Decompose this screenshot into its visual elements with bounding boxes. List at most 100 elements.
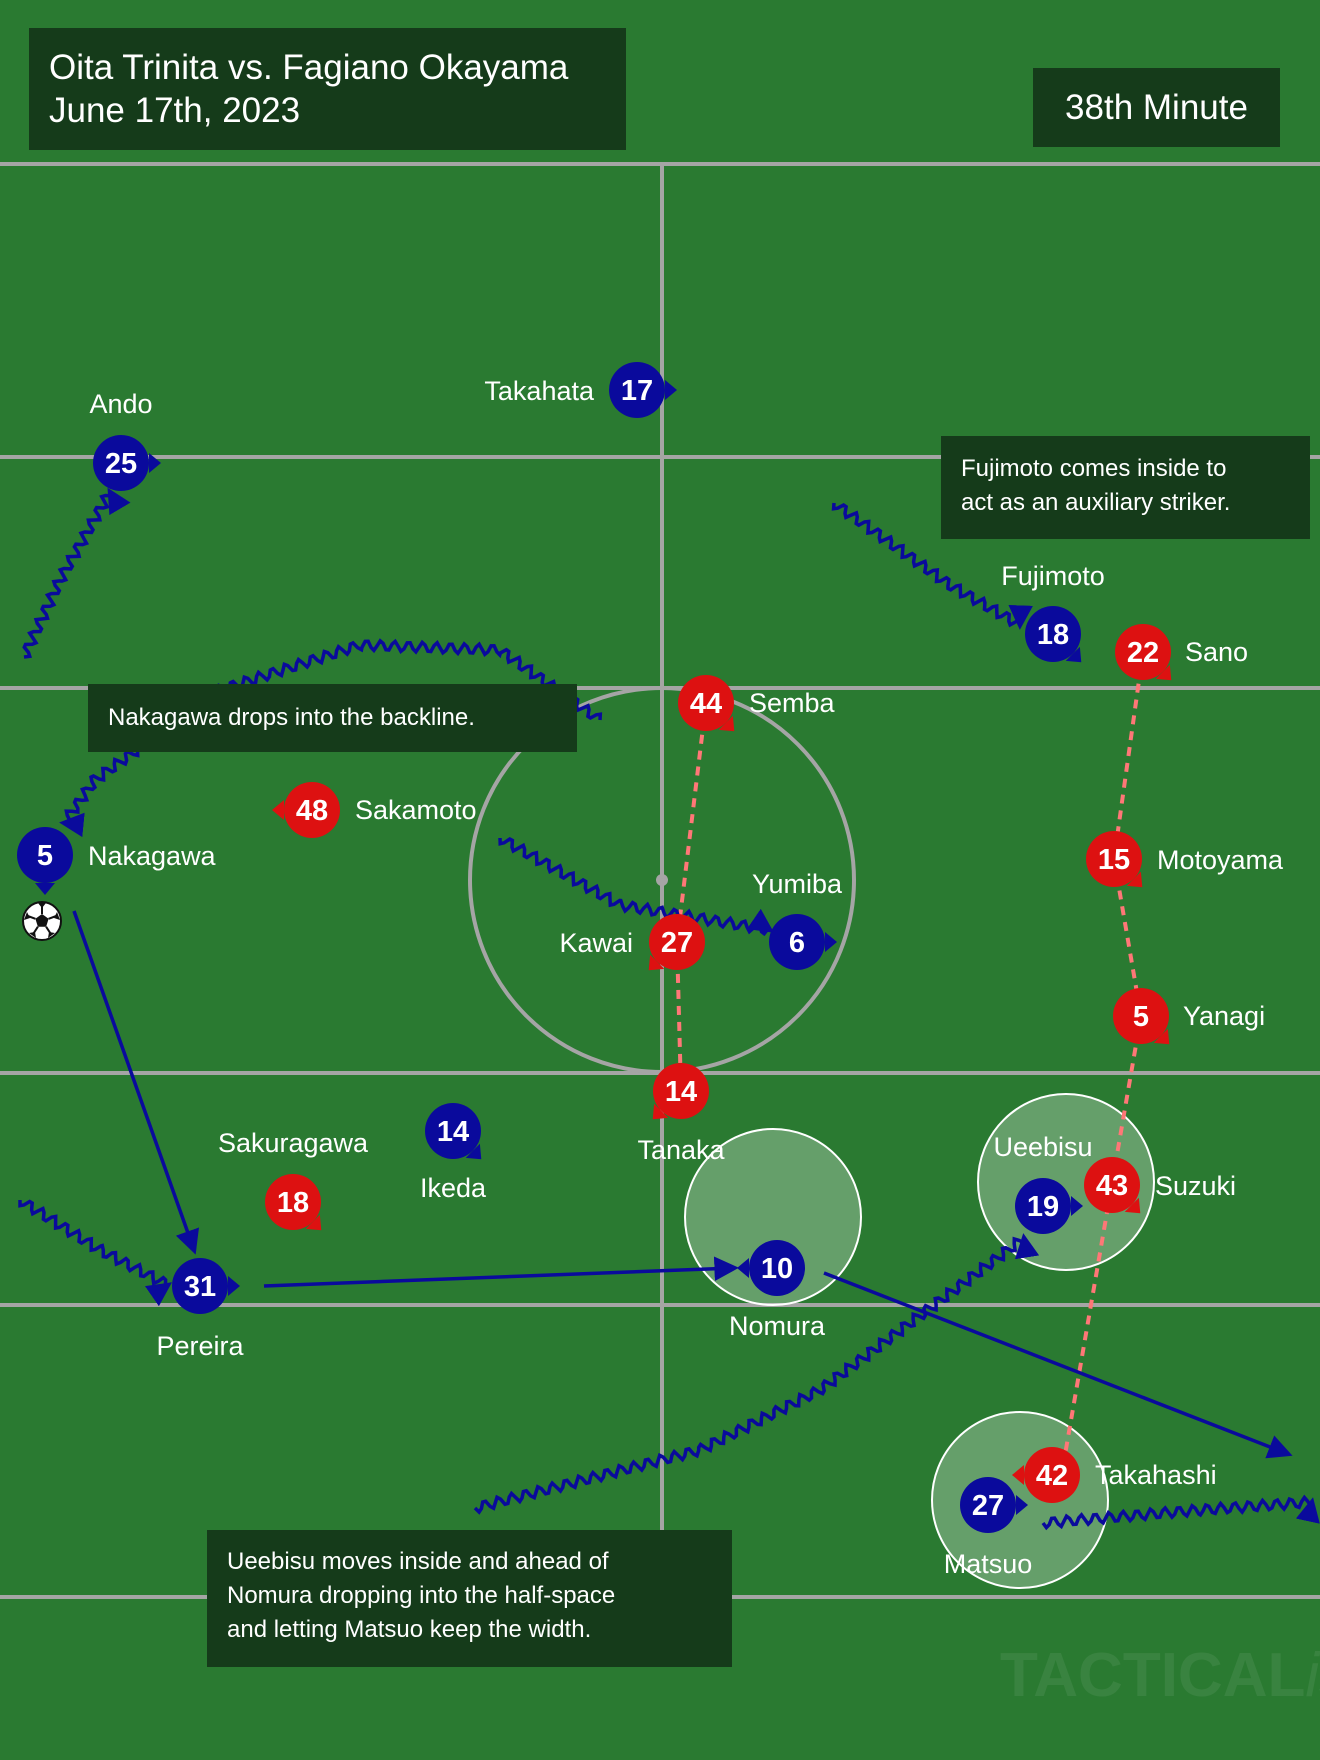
player-name-label: Pereira: [156, 1331, 244, 1361]
player-marker: [769, 914, 825, 970]
facing-arrow-icon: [1012, 1465, 1024, 1485]
player-marker: [653, 1063, 709, 1119]
match-title: Oita Trinita vs. Fagiano Okayama: [49, 48, 569, 87]
pass-arrow: [263, 1256, 739, 1288]
marking-line: [675, 702, 708, 943]
player-number: 25: [105, 448, 137, 480]
facing-arrow-icon: [718, 715, 735, 732]
match-date: June 17th, 2023: [49, 91, 301, 130]
facing-arrow-icon: [228, 1276, 240, 1296]
player-name-label: Sakuragawa: [218, 1128, 369, 1158]
facing-arrow-icon: [149, 453, 161, 473]
player-marker: [609, 362, 665, 418]
soccer-ball-icon: [22, 901, 62, 941]
player-marker: [93, 435, 149, 491]
center-spot: [656, 874, 668, 886]
facing-arrow-icon: [1124, 1197, 1141, 1214]
player-name-label: Sano: [1185, 637, 1248, 667]
player-name-label: Kawai: [559, 928, 633, 958]
marking-line: [1112, 651, 1145, 860]
facing-arrow-icon: [652, 1103, 669, 1120]
player-number: 22: [1127, 637, 1159, 669]
annotation-ueebisu: Ueebisu moves inside and ahead of Nomura…: [207, 1530, 732, 1667]
facing-arrow-icon: [1071, 1196, 1083, 1216]
facing-arrow-icon: [1126, 871, 1143, 888]
facing-arrow-icon: [1016, 1495, 1028, 1515]
player-marker: [17, 827, 73, 883]
annotation-fujimoto: Fujimoto comes inside to act as an auxil…: [941, 436, 1310, 539]
player-name-label: Takahata: [484, 376, 595, 406]
movement-arrows: [18, 487, 1320, 1531]
player-name-label: Nakagawa: [88, 841, 217, 871]
match-title-box: Oita Trinita vs. Fagiano Okayama June 17…: [29, 28, 626, 150]
player-marker: [960, 1477, 1016, 1533]
annotation-nakagawa: Nakagawa drops into the backline.: [88, 684, 577, 752]
highlight-zone: [977, 1093, 1155, 1271]
dribble-run-arrow: [498, 836, 775, 937]
annotation-line: Fujimoto comes inside to: [961, 455, 1227, 482]
player-number: 15: [1098, 844, 1130, 876]
player-marker: [1113, 988, 1169, 1044]
player-marker: [1086, 831, 1142, 887]
player-marker: [265, 1174, 321, 1230]
red-player-sakuragawa: 18 Sakuragawa: [218, 1128, 369, 1231]
player-name-label: Ikeda: [420, 1173, 487, 1203]
red-player-semba: 44 Semba: [678, 675, 836, 732]
player-name-label: Yumiba: [752, 869, 843, 899]
player-name-label: Sakamoto: [355, 795, 477, 825]
dribble-run-arrow: [59, 638, 603, 838]
player-number: 5: [1133, 1001, 1149, 1033]
player-number: 43: [1096, 1170, 1128, 1202]
player-name-label: Ando: [89, 389, 152, 419]
player-name-label: Ueebisu: [993, 1132, 1092, 1162]
player-name-label: Semba: [749, 688, 836, 718]
player-marker: [425, 1103, 481, 1159]
facing-arrow-icon: [35, 883, 55, 895]
annotation-line: Nomura dropping into the half-space: [227, 1582, 616, 1609]
player-number: 14: [665, 1076, 697, 1108]
player-marker: [1024, 1447, 1080, 1503]
match-minute: 38th Minute: [1065, 88, 1248, 127]
facing-arrow-icon: [1065, 646, 1082, 663]
player-marker: [1115, 624, 1171, 680]
player-name-label: Motoyama: [1157, 845, 1284, 875]
facing-arrow-icon: [272, 800, 284, 820]
player-marker: [172, 1258, 228, 1314]
player-number: 27: [972, 1490, 1004, 1522]
watermark-main: TACTICAL: [1000, 1641, 1306, 1710]
player-marker: [1084, 1157, 1140, 1213]
player-number: 18: [277, 1187, 309, 1219]
annotation-line: Nakagawa drops into the backline.: [108, 704, 475, 731]
player-name-label: Nomura: [729, 1311, 826, 1341]
annotation-line: act as an auxiliary striker.: [961, 489, 1231, 516]
red-player-motoyama: 15 Motoyama: [1086, 831, 1284, 888]
red-player-yanagi: 5 Yanagi: [1113, 988, 1265, 1045]
facing-arrow-icon: [305, 1214, 322, 1231]
player-marker: [649, 914, 705, 970]
facing-arrow-icon: [665, 380, 677, 400]
player-marker: [678, 675, 734, 731]
player-number: 31: [184, 1271, 216, 1303]
player-name-label: Yanagi: [1183, 1001, 1265, 1031]
player-number: 18: [1037, 619, 1069, 651]
pass-arrow: [823, 1271, 1293, 1459]
player-number: 42: [1036, 1460, 1068, 1492]
player-number: 44: [690, 688, 722, 720]
player-number: 48: [296, 795, 328, 827]
dribble-run-arrow: [22, 487, 131, 659]
dribble-run-arrow: [18, 1199, 173, 1307]
